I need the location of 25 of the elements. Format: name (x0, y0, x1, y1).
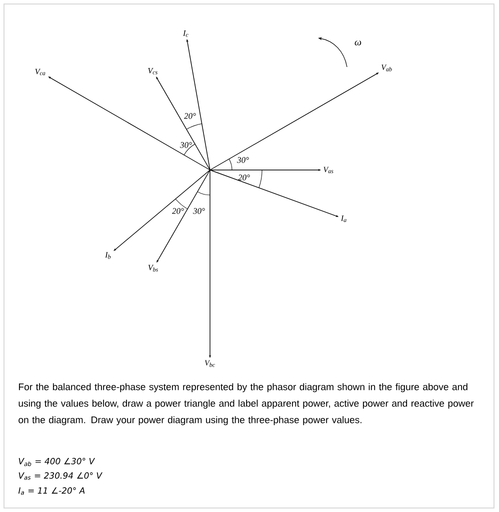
given-value: V$_{ab}$ = 400 ∠30° V (18, 458, 96, 466)
angle-label: 20° (172, 208, 184, 214)
phasor-label: V$_{bs}$ (148, 264, 158, 272)
angle-label: 20° (184, 113, 196, 119)
question-text: For the balanced three-phase system represented by the phasor diagram shown in the figure above and using the values below, draw a power triangle and label apparent power, active power and reactive power on the diagram. Draw your power diagram using the three-phase power values. (18, 383, 474, 426)
phasor-arrow (186, 39, 210, 170)
angle-label: 30° (237, 157, 249, 163)
phasor-label: I$_{c}$ (183, 30, 188, 37)
phasor-arrow (210, 72, 379, 170)
omega-label: ω (354, 40, 362, 46)
phasor-arrow (48, 76, 210, 170)
phasor-label: I$_{a}$ (340, 216, 346, 222)
angle-label: 30° (180, 142, 192, 148)
phasor-label: V$_{bc}$ (204, 360, 215, 367)
angle-label: 30° (193, 208, 205, 214)
given-value: V$_{as}$ = 230.94 ∠0° V (18, 472, 102, 480)
phasor-label: V$_{ab}$ (382, 64, 392, 72)
given-value: I$_{a}$ = 11 ∠-20° A (18, 487, 85, 495)
phasor-arrow (156, 76, 210, 170)
phasor-label: V$_{cs}$ (148, 68, 158, 74)
phasor-label: V$_{as}$ (324, 166, 334, 174)
phasor-label: V$_{ca}$ (35, 68, 46, 76)
angle-label: 20° (238, 174, 250, 180)
phasor-label: I$_{b}$ (105, 252, 111, 259)
phasor-arrow (114, 170, 210, 251)
